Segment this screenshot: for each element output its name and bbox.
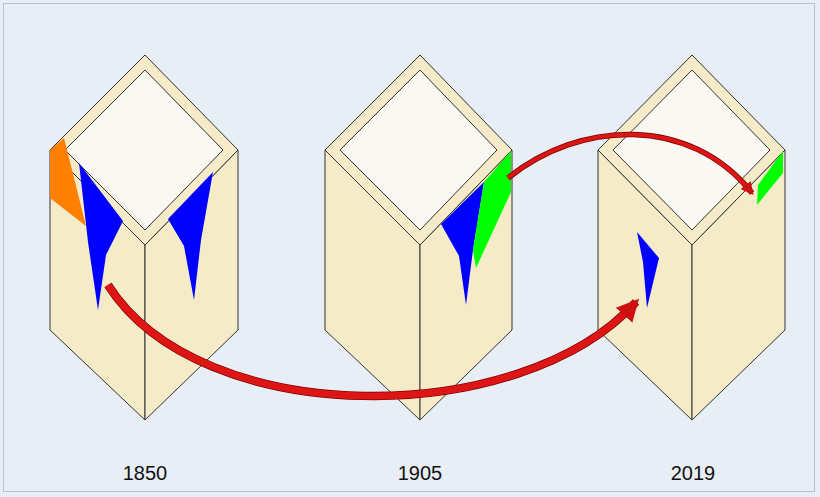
- curved-arrow: [508, 134, 752, 193]
- orange-patch: [50, 138, 86, 226]
- prism-node: 1850: [45, 50, 245, 485]
- prism: [325, 55, 512, 420]
- arrow-outline: [108, 285, 636, 396]
- green-patch: [757, 151, 783, 205]
- blue-patch: [637, 232, 659, 308]
- prism: [598, 55, 785, 420]
- arrow-line: [508, 134, 752, 193]
- blue-patch: [79, 163, 123, 310]
- year-caption: 2019: [593, 462, 793, 485]
- blue-patch: [168, 172, 213, 300]
- arrow-outline: [508, 134, 752, 193]
- prism-node: 1905: [320, 50, 520, 485]
- curved-arrow: [108, 285, 636, 396]
- green-patch: [473, 151, 511, 268]
- arrow-line: [108, 285, 636, 396]
- prism-node: 2019: [593, 50, 793, 485]
- year-caption: 1905: [320, 462, 520, 485]
- year-caption: 1850: [45, 462, 245, 485]
